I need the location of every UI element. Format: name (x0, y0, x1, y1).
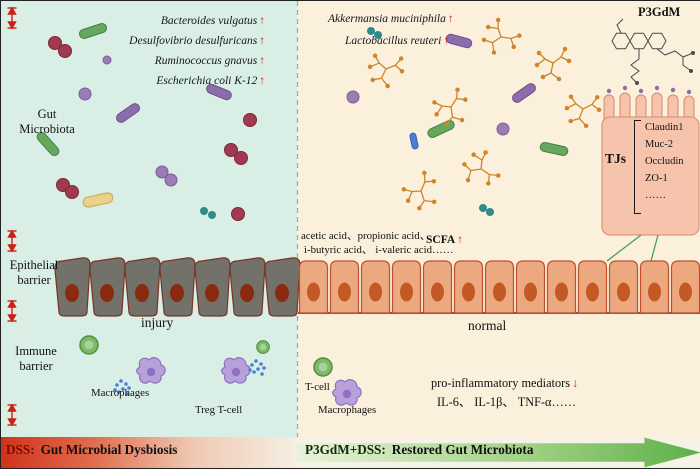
bacterium-name: Escherichia coli K-12 (156, 75, 258, 87)
p3gdm-label: P3GdM (638, 5, 681, 19)
bacteria-label-row: Bacteroides vulgatus↑ (41, 15, 265, 29)
macrophages-label-right: Macrophages (318, 404, 377, 416)
injury-label: injury (141, 315, 174, 330)
mediators-list: IL-6、 IL-1β、 TNF-α…… (437, 395, 577, 409)
bacteria-label-row: Akkermansia muciniphila↑ (328, 13, 454, 27)
tj-protein-item: ZO-1 (645, 173, 668, 184)
scfa-acids-line2: i-butyric acid、 i-valeric acid…… (304, 244, 454, 256)
up-arrow-indicator: ↑ (259, 75, 265, 87)
dss-footer-band: DSS: Gut Microbial Dysbiosis (1, 437, 297, 468)
mediators-label: pro-inflammatory mediators↓ (431, 376, 579, 390)
bacteria-label-row: Lactobacillus reuteri↑ (345, 35, 449, 49)
p3gdm-structure (611, 18, 695, 85)
up-arrow-indicator: ↑ (259, 35, 265, 47)
tj-connector-lines (606, 234, 659, 262)
dss-footer-text: DSS: Gut Microbial Dysbiosis (6, 442, 177, 458)
up-arrow-indicator: ↑ (457, 234, 463, 246)
dss-text: Gut Microbial Dysbiosis (40, 442, 178, 457)
macrophages-label-left: Macrophages (91, 387, 150, 399)
epithelium-normal (298, 260, 700, 314)
dss-prefix: DSS: (6, 442, 35, 457)
normal-label: normal (468, 318, 507, 333)
tj-protein-item: Claudin1 (645, 122, 684, 133)
epithelial-barrier-label: Epithelial barrier (9, 258, 59, 287)
bacteria-shapes-right (346, 27, 570, 216)
up-arrow-indicator: ↑ (259, 55, 265, 67)
tjs-bracket (634, 120, 641, 214)
bacterium-name: Lactobacillus reuteri (345, 35, 442, 47)
epithelium-injured (54, 257, 301, 317)
immune-barrier-label: Immune barrier (15, 344, 57, 373)
bacteria-label-row: Desulfovibrio desulfuricans↑ (41, 35, 265, 49)
up-arrow-indicator: ↑ (259, 15, 265, 27)
restored-prefix: P3GdM+DSS: (305, 442, 386, 457)
restored-footer-band: P3GdM+DSS: Restored Gut Microbiota (297, 437, 700, 468)
up-arrow-indicator: ↑ (447, 13, 454, 25)
scfa-label: SCFA↑ (426, 234, 463, 246)
pink-epithelium-block (601, 85, 700, 236)
bacteria-label-row: Escherichia coli K-12↑ (41, 75, 265, 89)
bacterium-name: Bacteroides vulgatus (160, 15, 258, 27)
bacterium-name: Akkermansia muciniphila (328, 13, 446, 25)
restored-footer-text: P3GdM+DSS: Restored Gut Microbiota (305, 442, 533, 458)
up-arrow-indicator: ↑ (443, 35, 450, 47)
tj-protein-item: Occludin (645, 156, 684, 167)
down-arrow-indicator: ↓ (571, 376, 579, 390)
restored-text: Restored Gut Microbiota (391, 442, 534, 457)
bacteria-shapes-left (34, 21, 257, 221)
bacterium-name: Ruminococcus gnavus (154, 55, 258, 67)
bacterium-name: Desulfovibrio desulfuricans (129, 35, 258, 47)
tcell-label-right: T-cell (305, 381, 330, 393)
scfa-acids-line1: acetic acid、propionic acid、 (301, 230, 431, 242)
tj-protein-item: …… (645, 190, 666, 201)
tjs-label: TJs (605, 151, 627, 166)
bacteria-label-row: Ruminococcus gnavus↑ (41, 55, 265, 69)
treg-tcell-label: Treg T-cell (195, 404, 243, 416)
gut-microbiota-label: Gut Microbiota (19, 107, 75, 136)
tj-protein-item: Muc-2 (645, 139, 673, 150)
